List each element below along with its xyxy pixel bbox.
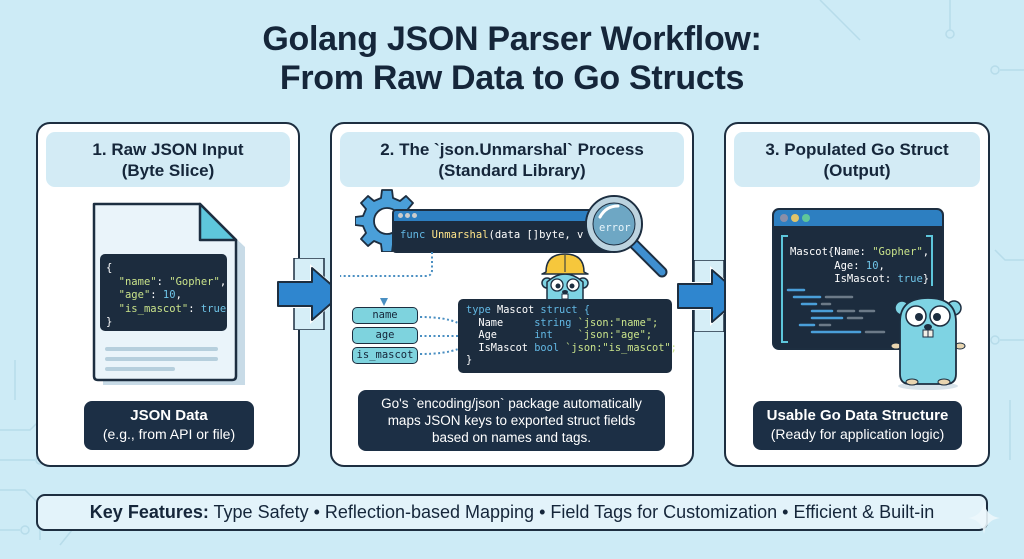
json-field-age: age [352,327,418,344]
caption-line-2: maps JSON keys to exported struct fields [387,413,636,428]
signature-func-keyword: func [400,229,426,241]
raw-json-code-block: { "name": "Gopher", "age": 10, "is_masco… [100,254,227,331]
feature-type-safety: Type Safety [213,502,309,522]
window-dot-1 [780,214,788,222]
arrow-right-icon [276,258,344,330]
json-value-age: 10 [162,289,176,301]
json-field-is-mascot: is_mascot [352,347,418,364]
panel-2-caption: Go's `encoding/json` package automatical… [358,390,665,451]
window-dot-3 [802,214,810,222]
populated-struct-output: Mascot{Name: "Gopher", Age: 10, IsMascot… [790,246,929,287]
panel-3-subtitle: (Output) [823,161,891,180]
gopher-mascot-icon [890,297,966,390]
json-key-name: "name" [118,275,157,288]
caption-line-1: Go's `encoding/json` package automatical… [381,396,642,411]
page-title: Golang JSON Parser Workflow: From Raw Da… [0,20,1024,98]
output-line-2-suffix: , [878,259,885,272]
caption-title: JSON Data [130,407,208,424]
struct-tag-name: `json:"name"; [577,316,659,329]
code-bracket-decoration [781,235,933,343]
panel-3-caption: Usable Go Data Structure (Ready for appl… [753,401,962,450]
gopher-mascot-icon [541,253,589,304]
output-is-mascot-value: true [897,273,923,285]
window-dot-2 [791,214,799,222]
feature-efficient-builtin: Efficient & Built-in [793,502,935,522]
key-features-bar: Key Features: Type Safety • Reflection-b… [36,494,988,531]
panel-2-subtitle: (Standard Library) [438,161,586,180]
feature-separator: • [777,502,794,522]
window-dot-1 [398,213,403,218]
window-dot-2 [405,213,410,218]
output-line-3-prefix: IsMascot: [834,273,898,285]
struct-field-is-mascot: IsMascot [478,341,529,354]
panel-2-title: 2. The `json.Unmarshal` Process [380,140,644,159]
json-key-is-mascot: "is_mascot" [118,302,189,315]
json-value-is-mascot: true [200,302,227,315]
window-titlebar [394,211,612,221]
struct-type-int: int [534,329,553,341]
output-line-1-prefix: Mascot{Name: [790,246,873,258]
panel-1-title: 1. Raw JSON Input [92,140,244,159]
struct-definition-code-block: type Mascot struct { Name string `json:"… [458,299,677,373]
caption-line-3: based on names and tags. [431,430,592,445]
struct-tag-is-mascot: `json:"is_mascot"; [565,341,677,354]
window-dot-3 [412,213,417,218]
panel-1-caption: JSON Data (e.g., from API or file) [84,401,254,450]
caption-subtitle: (e.g., from API or file) [102,426,236,442]
window-titlebar [774,210,942,226]
struct-type-keyword: type [466,304,491,316]
output-line-1-suffix: , [922,246,930,258]
struct-field-name: Name [478,316,504,329]
panel-3-header: 3. Populated Go Struct (Output) [734,132,980,187]
output-name-value: "Gopher" [872,246,923,258]
magnifying-glass-icon: error [585,195,668,278]
feature-separator: • [308,502,325,522]
struct-close-brace: } [466,354,473,366]
struct-tag-age: `json:"age"; [577,329,653,341]
output-code-window: Mascot{Name: "Gopher", Age: 10, IsMascot… [772,208,944,350]
signature-func-name: Unmarshal [431,229,489,241]
panel-raw-json-input: 1. Raw JSON Input (Byte Slice) { "name":… [36,122,300,467]
panel-1-header: 1. Raw JSON Input (Byte Slice) [46,132,290,187]
json-field-name: name [352,307,418,324]
title-line-2: From Raw Data to Go Structs [279,59,745,97]
feature-field-tags: Field Tags for Customization [550,502,778,522]
panel-2-header: 2. The `json.Unmarshal` Process (Standar… [340,132,684,187]
sparkle-icon [968,502,1000,534]
output-line-3-suffix: } [922,273,930,285]
signature-return-type: error [599,222,631,234]
panel-populated-go-struct: 3. Populated Go Struct (Output) Mascot{N… [724,122,990,467]
panel-3-title: 3. Populated Go Struct [765,140,949,159]
output-age-value: 10 [865,259,879,272]
feature-separator: • [534,502,551,522]
json-key-age: "age" [118,289,151,301]
unmarshal-signature-window: func Unmarshal(data []byte, v any [392,209,614,253]
struct-name: Mascot [497,304,535,316]
json-value-name: "Gopher" [169,275,220,288]
caption-title: Usable Go Data Structure [766,407,949,424]
output-line-2-prefix: Age: [834,259,866,272]
panel-1-subtitle: (Byte Slice) [121,161,215,180]
struct-field-age: Age [478,329,498,341]
feature-reflection-mapping: Reflection-based Mapping [324,502,535,522]
struct-type-bool: bool [534,341,560,354]
struct-type-string: string [534,316,572,329]
title-line-1: Golang JSON Parser Workflow: [262,20,762,58]
unmarshal-signature: func Unmarshal(data []byte, v any [394,221,612,241]
features-label: Key Features: [89,502,209,522]
caption-subtitle: (Ready for application logic) [770,426,945,442]
struct-keyword: struct { [540,304,591,316]
json-open-brace: { [106,262,113,274]
json-close-brace: } [106,316,113,328]
